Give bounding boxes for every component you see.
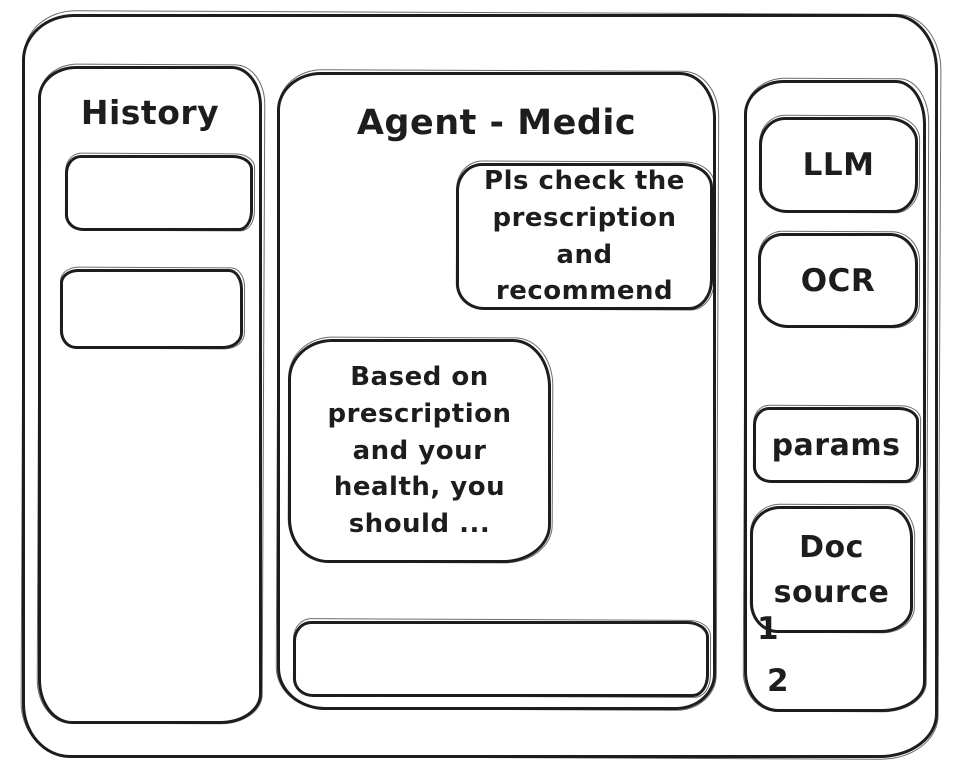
assistant-message-text: Based on prescription and your health, y… bbox=[327, 361, 512, 540]
history-item[interactable] bbox=[65, 155, 253, 231]
tool-doc-source-button[interactable]: Doc source bbox=[750, 506, 913, 633]
tools-panel: LLM OCR params Doc source 1 2 bbox=[744, 80, 926, 712]
tool-llm-button[interactable]: LLM bbox=[759, 117, 918, 213]
doc-source-item-1[interactable]: 1 bbox=[757, 611, 780, 647]
user-message-bubble: Pls check the prescription and recommend bbox=[456, 163, 713, 310]
tool-params-label: params bbox=[771, 427, 901, 463]
tool-doc-source-label: Doc source bbox=[773, 529, 890, 610]
tool-params-button[interactable]: params bbox=[753, 407, 919, 483]
history-item[interactable] bbox=[60, 269, 243, 349]
chat-title: Agent - Medic bbox=[356, 103, 637, 143]
doc-source-item-2[interactable]: 2 bbox=[767, 663, 790, 699]
history-panel: History bbox=[38, 66, 262, 724]
chat-input-box[interactable] bbox=[293, 621, 709, 697]
history-title: History bbox=[80, 93, 220, 132]
tool-ocr-label: OCR bbox=[800, 262, 876, 299]
user-message-text: Pls check the prescription and recommend bbox=[484, 165, 685, 307]
chat-panel: Agent - Medic Pls check the prescription… bbox=[277, 72, 716, 710]
tool-llm-label: LLM bbox=[802, 147, 875, 183]
tool-ocr-button[interactable]: OCR bbox=[758, 233, 918, 328]
chat-input[interactable] bbox=[306, 628, 700, 690]
assistant-message-bubble: Based on prescription and your health, y… bbox=[288, 339, 551, 563]
